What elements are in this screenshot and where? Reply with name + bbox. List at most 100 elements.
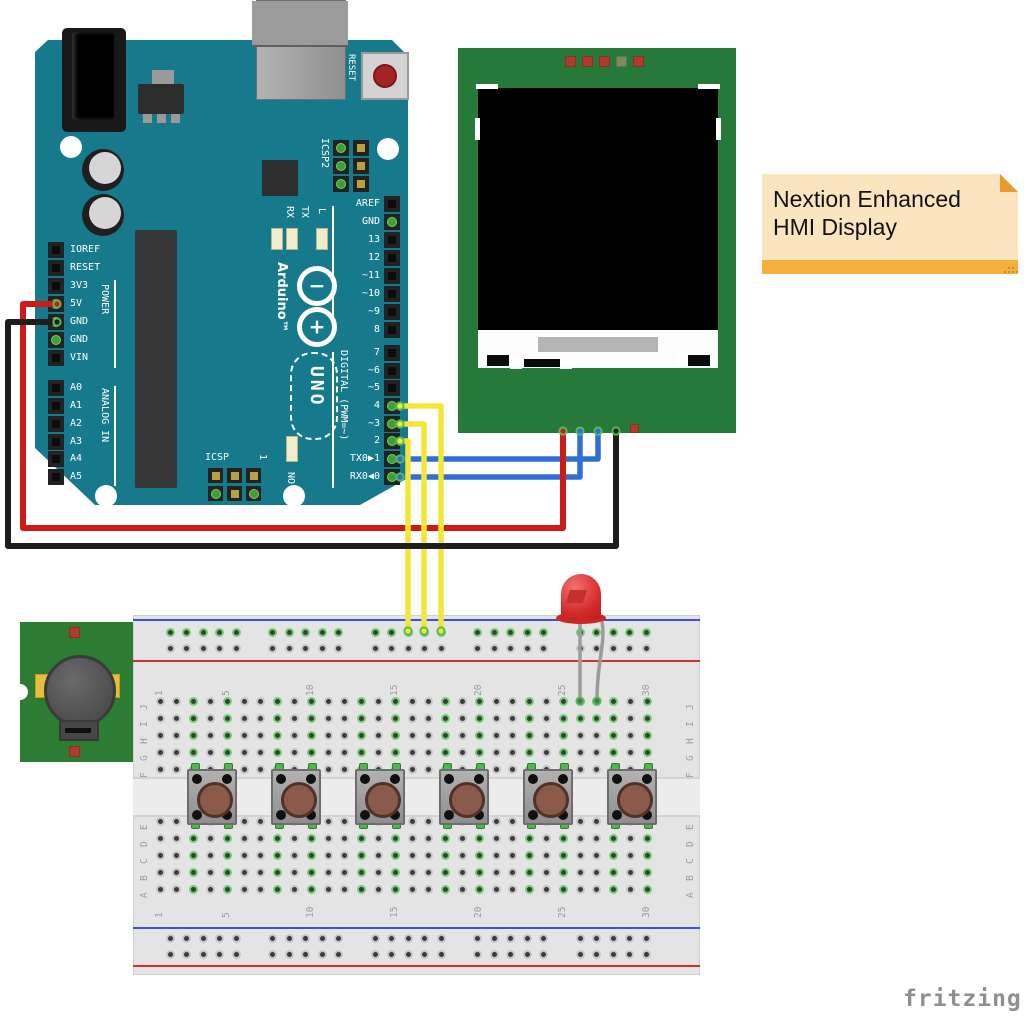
hole-D9[interactable] (289, 833, 299, 843)
hole-D19[interactable] (457, 833, 467, 843)
bottom-rail-hole[interactable] (284, 933, 294, 943)
button-cap[interactable] (365, 782, 402, 818)
hole-D27[interactable] (592, 833, 602, 843)
hole-G13[interactable] (357, 747, 367, 757)
hole-I10[interactable] (306, 713, 316, 723)
top-rail-hole[interactable] (231, 627, 241, 637)
bottom-rail-hole[interactable] (370, 949, 380, 959)
hole-A23[interactable] (525, 884, 535, 894)
hole-F6[interactable] (239, 764, 249, 774)
bottom-rail-hole[interactable] (473, 933, 482, 943)
hole-J21[interactable] (491, 696, 501, 706)
icsp-pin[interactable] (227, 486, 242, 501)
button-cap[interactable] (533, 782, 570, 818)
top-rail-hole[interactable] (489, 643, 499, 653)
hole-G15[interactable] (390, 747, 400, 757)
hole-J23[interactable] (525, 696, 535, 706)
hole-I25[interactable] (558, 713, 568, 723)
pushbutton-4[interactable] (438, 759, 490, 829)
hole-J24[interactable] (541, 696, 551, 706)
hole-B18[interactable] (441, 867, 451, 877)
top-rail-hole[interactable] (522, 643, 532, 653)
hole-A7[interactable] (256, 884, 266, 894)
bottom-rail-hole[interactable] (592, 933, 601, 943)
hole-A25[interactable] (558, 884, 568, 894)
button-cap[interactable] (617, 782, 654, 818)
bottom-rail-hole[interactable] (575, 933, 585, 943)
top-rail-hole[interactable] (436, 643, 446, 653)
bottom-rail-hole[interactable] (473, 949, 482, 959)
bottom-rail-hole[interactable] (641, 933, 651, 943)
hole-J18[interactable] (441, 696, 451, 706)
hole-A9[interactable] (289, 884, 299, 894)
hole-B10[interactable] (306, 867, 316, 877)
hole-B13[interactable] (357, 867, 367, 877)
top-rail-hole[interactable] (268, 643, 277, 653)
top-rail-hole[interactable] (420, 643, 429, 653)
hole-B5[interactable] (222, 867, 232, 877)
top-rail-hole[interactable] (403, 627, 413, 637)
hole-I22[interactable] (508, 713, 518, 723)
bottom-rail-hole[interactable] (268, 933, 277, 943)
hole-A22[interactable] (508, 884, 518, 894)
hole-G28[interactable] (609, 747, 619, 757)
hole-J10[interactable] (306, 696, 316, 706)
hole-G7[interactable] (256, 747, 266, 757)
power-pin-IOREF[interactable] (48, 242, 64, 258)
power-pin-5V[interactable] (48, 296, 64, 312)
hole-J17[interactable] (424, 696, 434, 706)
bottom-rail-hole[interactable] (420, 949, 429, 959)
nextion-display[interactable] (458, 48, 736, 433)
hole-D7[interactable] (256, 833, 266, 843)
hole-J14[interactable] (373, 696, 383, 706)
hole-D15[interactable] (390, 833, 400, 843)
hole-C20[interactable] (474, 850, 484, 860)
hole-E26[interactable] (575, 816, 585, 826)
hole-H19[interactable] (457, 730, 467, 740)
hole-I8[interactable] (273, 713, 283, 723)
hole-G4[interactable] (205, 747, 215, 757)
icsp-pin[interactable] (246, 486, 261, 501)
hole-E1[interactable] (155, 816, 165, 826)
hole-D21[interactable] (491, 833, 501, 843)
hole-H7[interactable] (256, 730, 266, 740)
top-rail-hole[interactable] (284, 643, 294, 653)
bottom-rail-hole[interactable] (387, 949, 396, 959)
hole-F7[interactable] (256, 764, 266, 774)
hole-D22[interactable] (508, 833, 518, 843)
hole-J25[interactable] (558, 696, 568, 706)
bottom-rail-hole[interactable] (231, 949, 241, 959)
hole-H11[interactable] (323, 730, 333, 740)
bottom-rail-hole[interactable] (420, 933, 429, 943)
hole-B22[interactable] (508, 867, 518, 877)
hole-B27[interactable] (592, 867, 602, 877)
hole-A16[interactable] (407, 884, 417, 894)
hole-E27[interactable] (592, 816, 602, 826)
hole-H21[interactable] (491, 730, 501, 740)
top-rail-hole[interactable] (522, 627, 532, 637)
button-body[interactable] (607, 769, 658, 825)
hole-C14[interactable] (373, 850, 383, 860)
top-rail-hole[interactable] (403, 643, 413, 653)
hole-I29[interactable] (625, 713, 635, 723)
hole-I4[interactable] (205, 713, 215, 723)
top-rail-hole[interactable] (182, 643, 191, 653)
hole-J19[interactable] (457, 696, 467, 706)
hole-A24[interactable] (541, 884, 551, 894)
hole-B15[interactable] (390, 867, 400, 877)
bottom-rail-hole[interactable] (436, 933, 446, 943)
power-pin-3V3[interactable] (48, 278, 64, 294)
hole-I30[interactable] (642, 713, 652, 723)
hole-D12[interactable] (340, 833, 350, 843)
note-resize-grip[interactable] (1008, 267, 1010, 269)
bottom-rail-hole[interactable] (387, 933, 396, 943)
power-pin-GND[interactable] (48, 314, 64, 330)
hole-B28[interactable] (609, 867, 619, 877)
hole-G2[interactable] (172, 747, 182, 757)
hole-F2[interactable] (172, 764, 182, 774)
reset-button[interactable] (361, 52, 409, 100)
button-body[interactable] (271, 769, 322, 825)
hole-A11[interactable] (323, 884, 333, 894)
bottom-rail-hole[interactable] (182, 949, 191, 959)
hole-I2[interactable] (172, 713, 182, 723)
